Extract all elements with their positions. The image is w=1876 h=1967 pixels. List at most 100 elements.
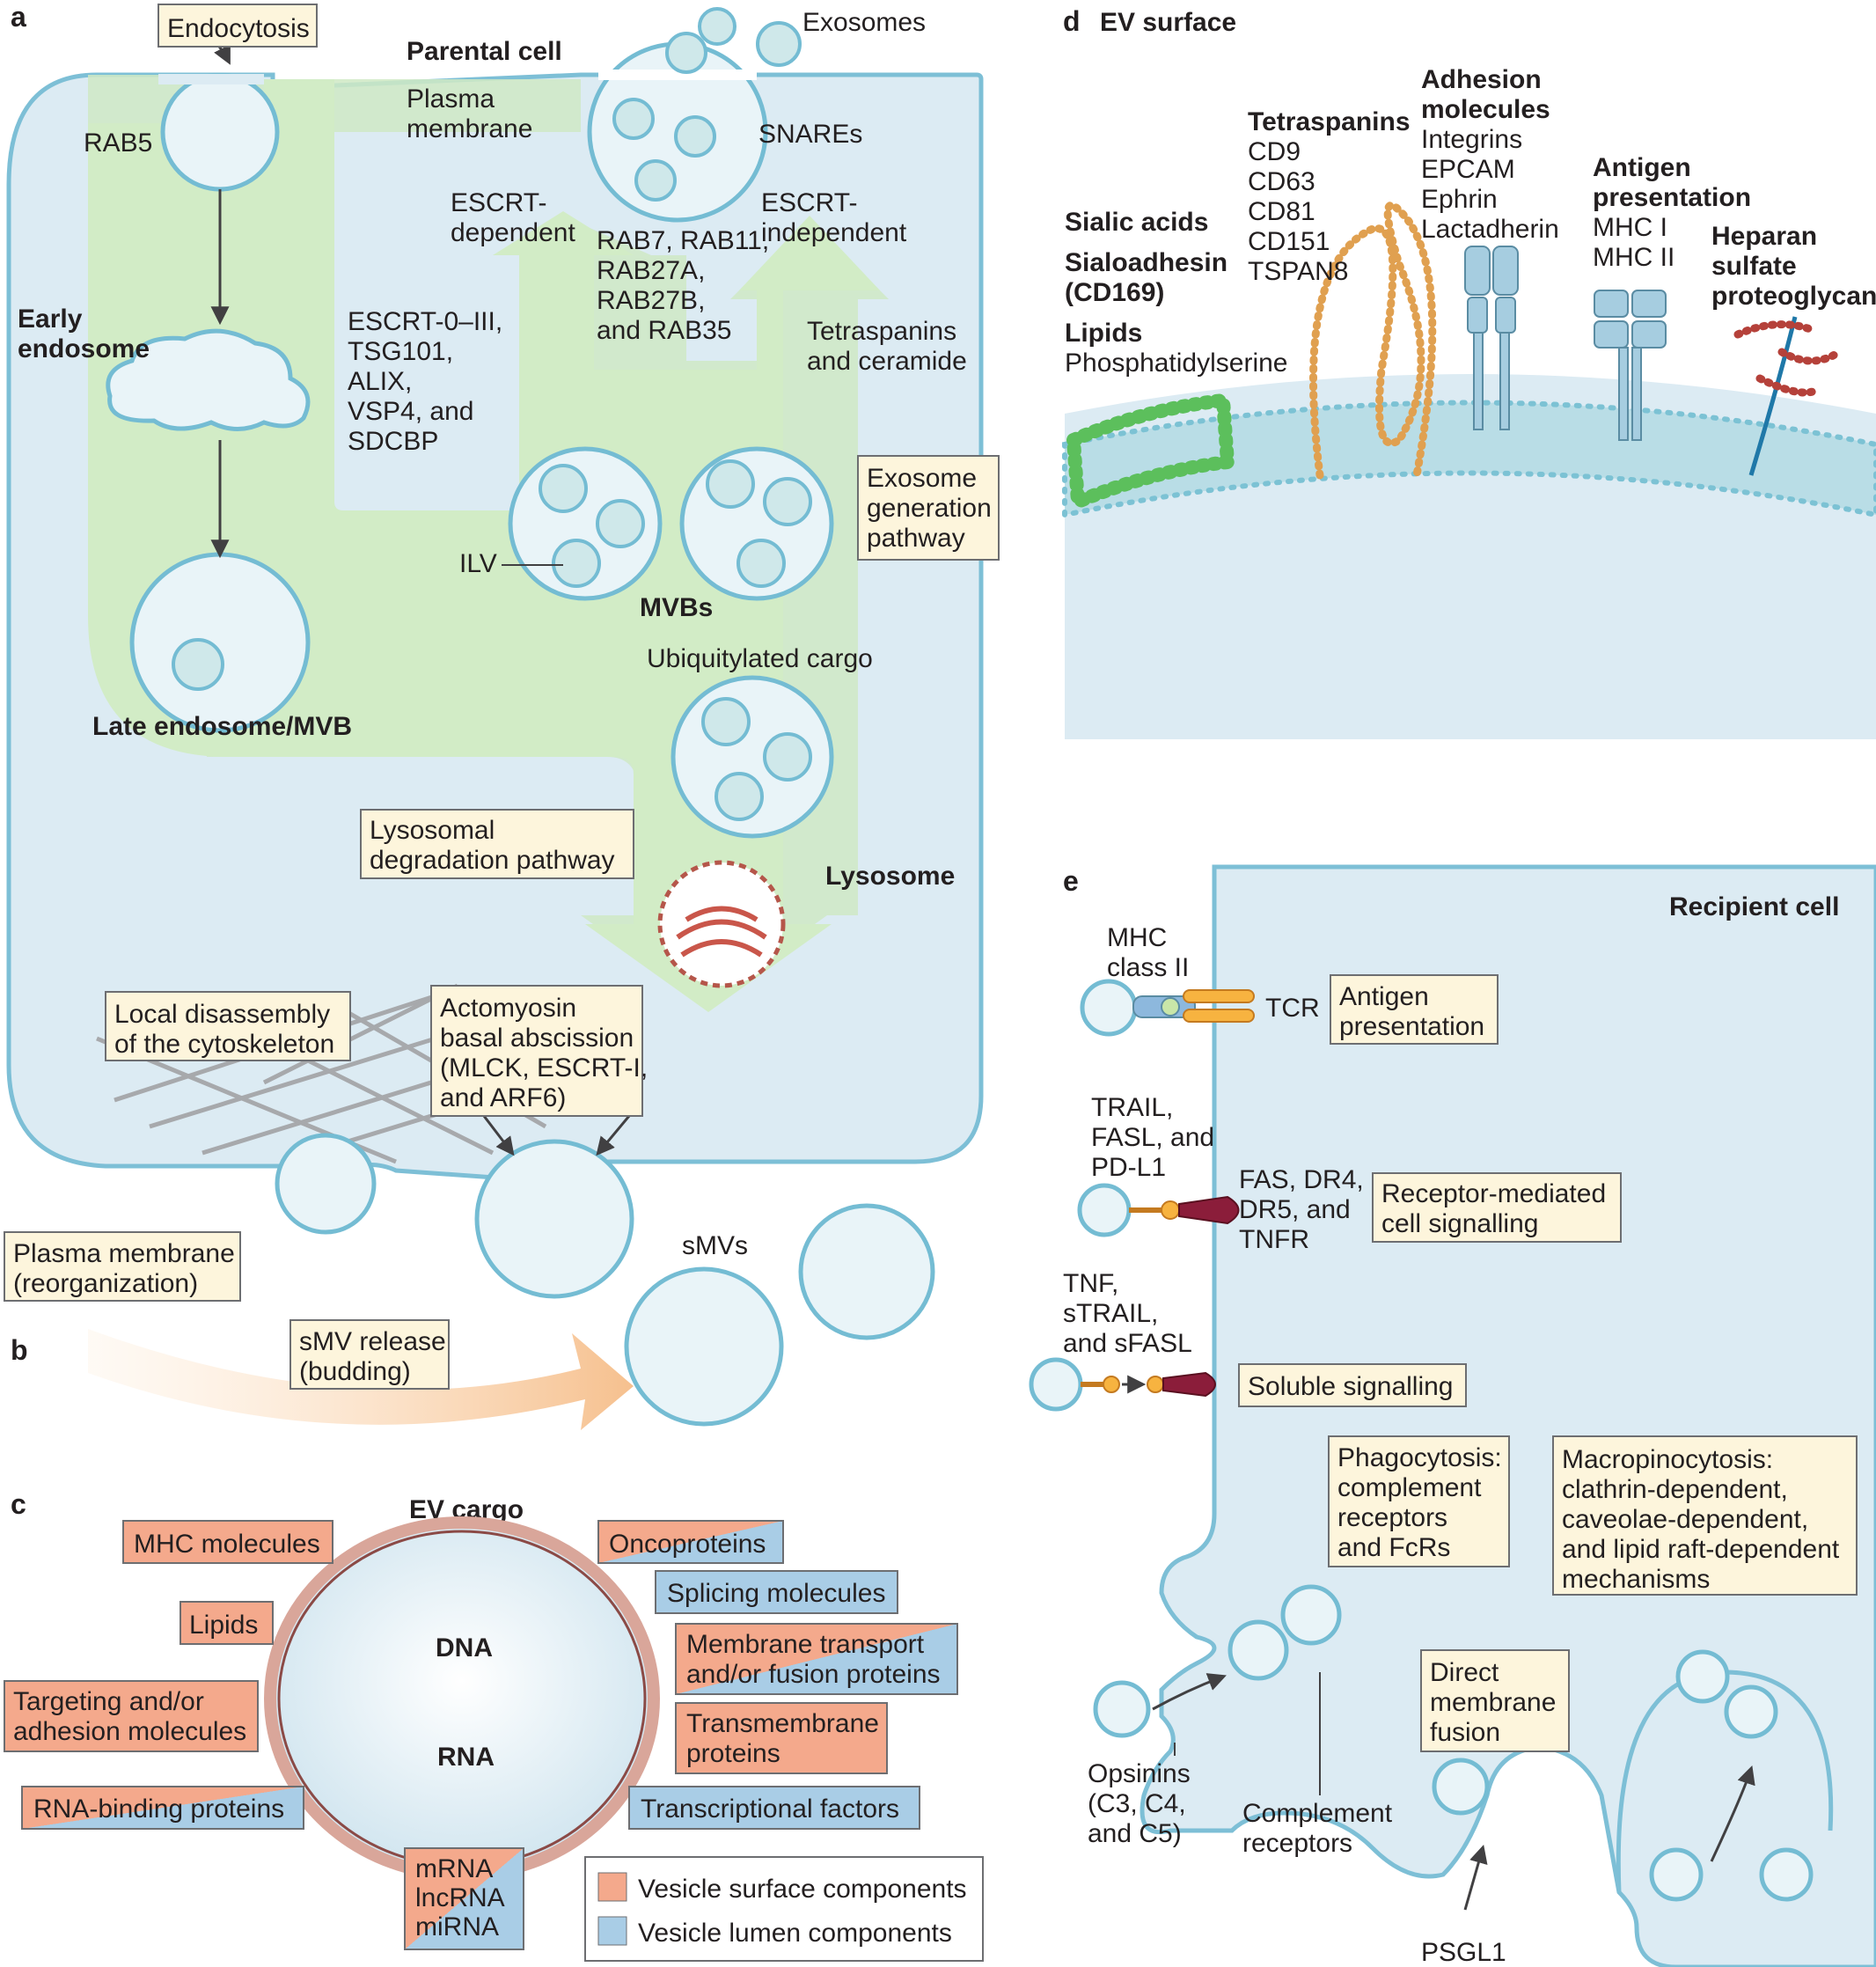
soluble-signalling-label: Soluble signalling	[1248, 1372, 1454, 1401]
ilv-label: ILV	[459, 549, 497, 578]
panel-label-a: a	[11, 1, 26, 33]
endocytosis-label: Endocytosis	[167, 14, 310, 43]
cargo-splicing	[655, 1570, 898, 1614]
cargo-membrane-transport	[675, 1623, 958, 1695]
sialic-acids-label: Sialic acids	[1065, 208, 1208, 237]
legend-surface-swatch	[597, 1872, 627, 1902]
endocytic-vesicle	[160, 72, 280, 192]
ev-surface-title: EV surface	[1100, 8, 1236, 37]
escrt-independent-label: ESCRT-independent	[761, 188, 907, 247]
cargo-transmembrane	[675, 1702, 888, 1774]
exosome-pathway-box	[857, 455, 1000, 561]
mhc-molecule	[1594, 290, 1667, 441]
escrt-dependent-label: ESCRT-dependent	[451, 188, 575, 247]
plasma-reorg-label: Plasma membrane(reorganization)	[13, 1239, 235, 1298]
legend-lumen-label: Vesicle lumen components	[638, 1919, 952, 1948]
late-endosome	[129, 552, 311, 733]
soluble-signalling-box	[1238, 1363, 1467, 1407]
lysosomal-pathway-box	[360, 809, 634, 879]
snares-label: SNAREs	[758, 120, 862, 149]
phosphatidylserine-patch	[1066, 393, 1235, 512]
direct-fusion-box	[1420, 1649, 1570, 1752]
dna-label: DNA	[436, 1633, 493, 1662]
panel-label-e: e	[1063, 865, 1079, 897]
legend-lumen-swatch	[597, 1916, 627, 1946]
rab5-label: RAB5	[84, 128, 152, 158]
smv-release-label: sMV release(budding)	[299, 1327, 446, 1386]
panel-d: d EV surface Sialic acids	[1062, 5, 1876, 739]
rna-label: RNA	[437, 1743, 495, 1772]
panel-e: e Recipient cell	[1029, 864, 1876, 1967]
smv-2	[798, 1203, 935, 1340]
smv-release-box	[289, 1319, 450, 1390]
panel-a: a Endocytosis Parental cell Exosomes RAB…	[6, 1, 1000, 1299]
cargo-targeting	[4, 1680, 259, 1752]
death-receptor	[1178, 1195, 1240, 1225]
tcr	[1183, 989, 1255, 1003]
opsinins-label: Opsinins(C3, C4,and C5)	[1088, 1759, 1191, 1848]
cargo-lipids	[180, 1601, 274, 1645]
actomyosin-box	[430, 985, 643, 1117]
tnf-label: TNF,sTRAIL,and sFASL	[1063, 1269, 1192, 1358]
panel-label-b: b	[11, 1334, 28, 1366]
antigen-presentation-box	[1330, 974, 1499, 1045]
soluble-receptor	[1162, 1371, 1216, 1398]
sialoadhesin-label: Sialoadhesin(CD169)	[1065, 248, 1227, 307]
lipids-head-label: Lipids	[1065, 319, 1142, 348]
cargo-transcriptional	[628, 1786, 920, 1830]
cargo-lipids-label: Lipids	[189, 1611, 258, 1640]
cargo-splicing-label: Splicing molecules	[667, 1579, 885, 1608]
smv-1	[624, 1266, 784, 1427]
soluble-ev	[1029, 1357, 1083, 1412]
exosome	[698, 7, 736, 46]
smvs-label: sMVs	[682, 1231, 748, 1260]
panel-b: b Plasma membrane(reorganization) sMVs s…	[4, 1203, 935, 1430]
cargo-oncoproteins	[597, 1520, 784, 1564]
psgl1-label: PSGL1	[1421, 1938, 1506, 1967]
adhesion-molecule	[1464, 246, 1519, 430]
smv-release-arrow	[88, 1329, 634, 1430]
mhc-ev	[1080, 979, 1138, 1037]
panel-label-d: d	[1063, 5, 1081, 37]
macropinocytosis-label: Macropinocytosis:clathrin-dependent,cave…	[1562, 1445, 1840, 1594]
parental-cell-label: Parental cell	[407, 37, 562, 66]
cytoskeleton-box	[105, 991, 351, 1061]
budding-vesicle-2	[474, 1139, 634, 1299]
membrane-bilayer	[1062, 400, 1876, 518]
legend-surface-label: Vesicle surface components	[638, 1875, 967, 1904]
panel-label-c: c	[11, 1488, 26, 1520]
cargo-transcriptional-label: Transcriptional factors	[641, 1795, 899, 1824]
cargo-legend	[584, 1856, 984, 1962]
rab-list-label: RAB7, RAB11,RAB27A,RAB27B,and RAB35	[597, 226, 769, 345]
panel-c: c EV cargo DNA RNA MHC molecules Lipids …	[4, 1488, 984, 1962]
lysosome-label: Lysosome	[825, 862, 955, 891]
late-endosome-label: Late endosome/MVB	[92, 712, 352, 741]
tetraspanin	[1309, 201, 1437, 480]
ubiquitylated-label: Ubiquitylated cargo	[647, 644, 873, 673]
cargo-mhc-molecules	[122, 1520, 333, 1564]
macropinocytosis-box	[1552, 1435, 1858, 1596]
budding-vesicle-1	[275, 1133, 377, 1235]
mvbs-label: MVBs	[640, 593, 713, 622]
